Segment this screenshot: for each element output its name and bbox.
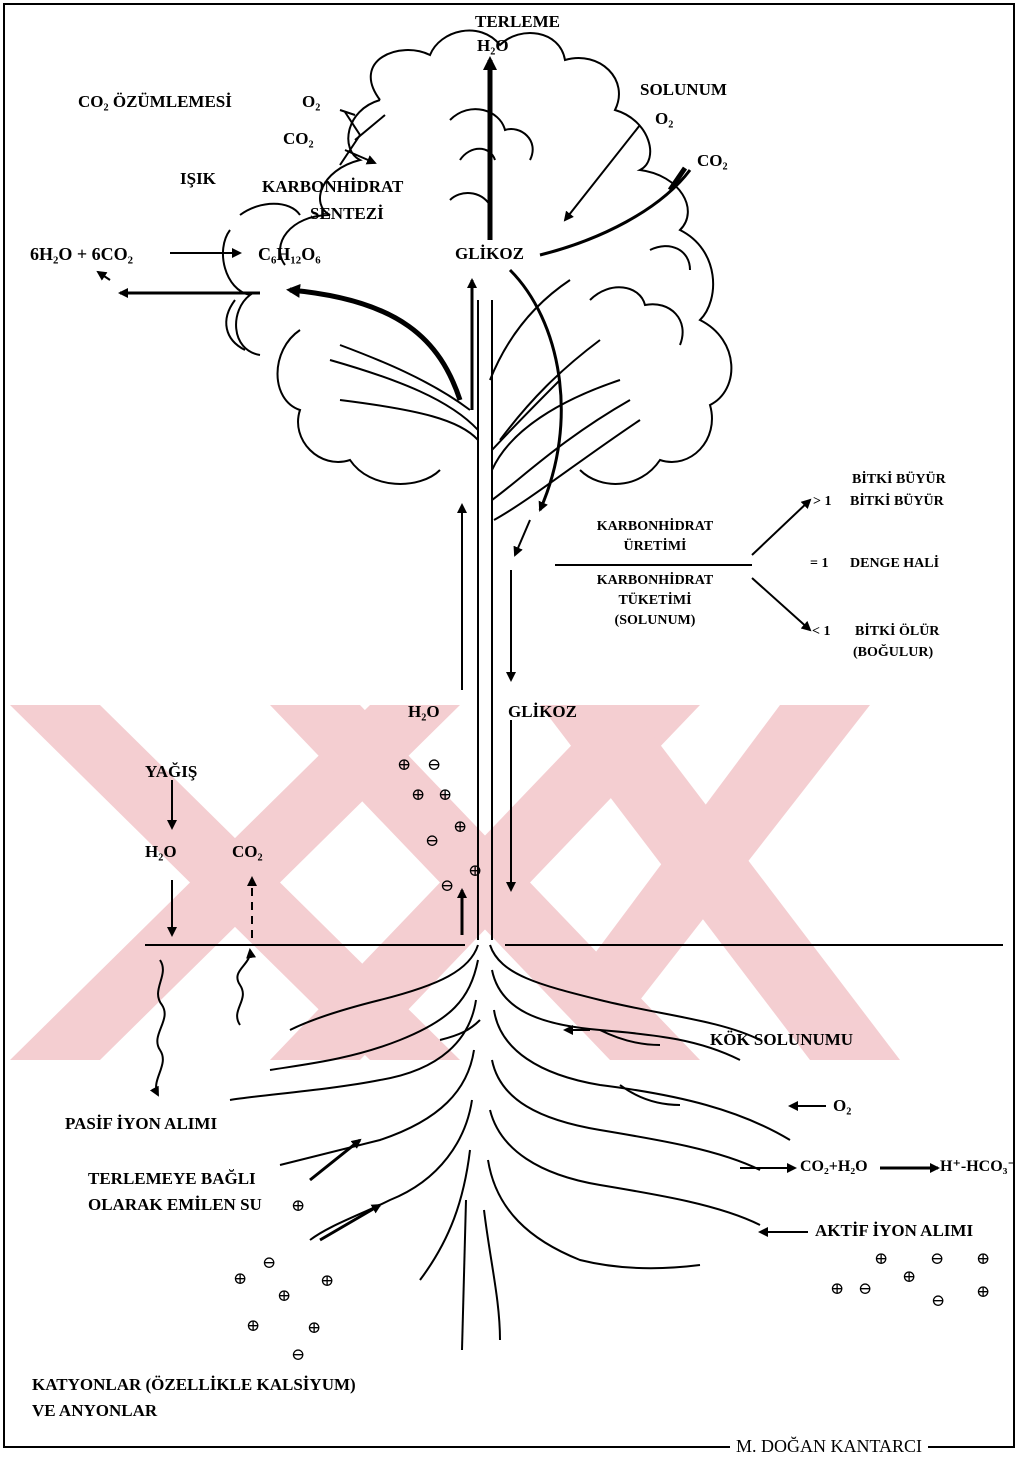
ratio-lt1-text: BİTKİ ÖLÜR: [855, 625, 939, 639]
ratio-lt1: < 1: [812, 625, 830, 639]
ion-plus: ⊕: [307, 1319, 321, 1336]
aktif-iyon-label: AKTİF İYON ALIMI: [815, 1222, 973, 1239]
o2-left-label: O₂: [302, 93, 320, 110]
ion-plus: ⊕: [468, 862, 482, 879]
katyonlar-label-2: VE ANYONLAR: [32, 1402, 157, 1419]
ratio-eq1: = 1: [810, 557, 828, 571]
ion-plus: ⊕: [397, 756, 411, 773]
yagis-label: YAĞIŞ: [145, 763, 197, 780]
isik-label: IŞIK: [180, 170, 216, 187]
ratio-gt1-text-ghost: BİTKİ BÜYÜR: [852, 473, 946, 487]
soil-h2o-label: H₂O: [145, 843, 177, 860]
top-h2o-label: H₂O: [477, 37, 509, 54]
ion-minus: ⊖: [291, 1346, 305, 1363]
ratio-denominator-2: TÜKETİMİ: [575, 594, 735, 608]
ion-plus: ⊕: [320, 1272, 334, 1289]
kok-solunumu-label: KÖK SOLUNUMU: [710, 1031, 853, 1048]
crown-arrows: [98, 60, 690, 555]
ratio-denominator-3: (SOLUNUM): [575, 614, 735, 628]
stem-glikoz-label: GLİKOZ: [508, 703, 577, 720]
co2-left-label: CO₂: [283, 130, 314, 147]
solunum-label: SOLUNUM: [640, 81, 727, 98]
ratio-eq1-text: DENGE HALİ: [850, 557, 939, 571]
ratio-numerator-1: KARBONHİDRAT: [575, 520, 735, 534]
pasif-iyon-label: PASİF İYON ALIMI: [65, 1115, 217, 1132]
ion-minus: ⊖: [858, 1280, 872, 1297]
ion-minus: ⊖: [440, 877, 454, 894]
ion-plus: ⊕: [277, 1287, 291, 1304]
ratio-denominator-1: KARBONHİDRAT: [575, 574, 735, 588]
ion-minus: ⊖: [931, 1292, 945, 1309]
terlemeye-label-2: OLARAK EMİLEN SU: [88, 1196, 262, 1213]
soil-co2-label: CO₂: [232, 843, 263, 860]
equation-left: 6H₂O + 6CO₂: [30, 245, 133, 263]
karbonhidrat-sentezi-label-1: KARBONHİDRAT: [262, 178, 403, 195]
ion-plus: ⊕: [976, 1283, 990, 1300]
ion-minus: ⊖: [262, 1254, 276, 1271]
ion-minus: ⊖: [425, 832, 439, 849]
ion-minus: ⊖: [930, 1250, 944, 1267]
ratio-gt1-text: BİTKİ BÜYÜR: [850, 495, 944, 509]
katyonlar-label-1: KATYONLAR (ÖZELLİKLE KALSİYUM): [32, 1376, 356, 1393]
ion-minus: ⊖: [427, 756, 441, 773]
ion-plus: ⊕: [902, 1268, 916, 1285]
karbonhidrat-sentezi-label-2: SENTEZİ: [310, 205, 384, 222]
terleme-label: TERLEME: [475, 13, 560, 30]
ion-plus: ⊕: [874, 1250, 888, 1267]
co2-right-label: CO₂: [697, 152, 728, 169]
roots: [230, 945, 790, 1350]
ratio-numerator-2: ÜRETİMİ: [575, 540, 735, 554]
ratio-lt1-text-2: (BOĞULUR): [853, 646, 933, 660]
glikoz-crown-label: GLİKOZ: [455, 245, 524, 262]
o2-right-label: O₂: [655, 110, 673, 127]
co2-ozumlemesi-label: CO₂ ÖZÜMLEMESİ: [78, 93, 232, 110]
ion-plus: ⊕: [291, 1197, 305, 1214]
ion-plus: ⊕: [246, 1317, 260, 1334]
stem-h2o-label: H₂O: [408, 703, 440, 720]
ion-plus: ⊕: [411, 786, 425, 803]
ion-plus: ⊕: [976, 1250, 990, 1267]
credit: M. DOĞAN KANTARCI: [730, 1437, 928, 1455]
root-o2-label: O₂: [833, 1097, 851, 1114]
equation-right: C₆H₁₂O₆: [258, 245, 321, 263]
terlemeye-label-1: TERLEMEYE BAĞLI: [88, 1170, 256, 1187]
h-hco3-label: H⁺-HCO₃⁻: [940, 1159, 1016, 1175]
ion-plus: ⊕: [438, 786, 452, 803]
ratio-gt1: > 1: [813, 495, 831, 509]
co2-h2o-label: CO₂+H₂O: [800, 1159, 868, 1175]
ion-plus: ⊕: [830, 1280, 844, 1297]
ion-plus: ⊕: [453, 818, 467, 835]
ion-plus: ⊕: [233, 1270, 247, 1287]
